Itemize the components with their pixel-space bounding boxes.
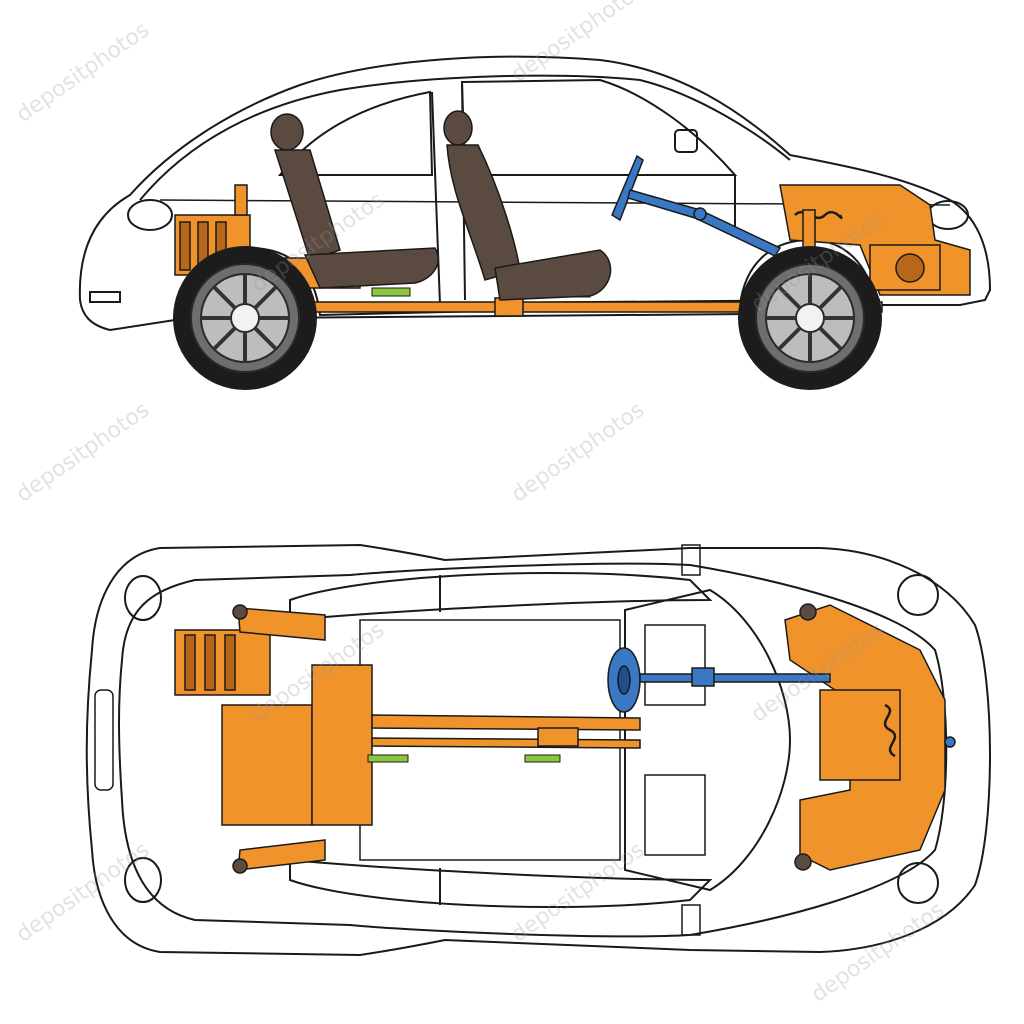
top-steering-column: [639, 673, 831, 683]
top-left-side-window: [289, 571, 713, 622]
top-dash-right: [644, 774, 706, 856]
top-windshield: [624, 588, 792, 892]
top-right-mirror: [681, 904, 701, 936]
top-pivot-front-right: [794, 853, 812, 871]
top-front-marker: [944, 736, 956, 748]
rear-seat-cushion: [303, 247, 439, 289]
side-mirror: [674, 129, 698, 153]
top-inner-outline: [118, 562, 948, 938]
top-driveshaft-lower: [371, 737, 641, 749]
top-rear-bumper-detail: [94, 689, 114, 791]
top-pivots: [232, 603, 817, 874]
top-rear-axle-housing: [311, 664, 373, 826]
top-dash-left: [644, 624, 706, 706]
top-steering-box: [691, 667, 715, 687]
top-steering-hub: [617, 665, 631, 695]
side-front-window: [460, 78, 738, 176]
side-steering: [611, 154, 782, 257]
top-driveshaft: [371, 714, 641, 731]
top-headlamp-right: [897, 862, 939, 904]
top-front-coil: [883, 703, 897, 758]
top-pivot-front-left: [799, 603, 817, 621]
side-front-hub: [895, 253, 925, 283]
side-b-pillar: [431, 91, 441, 306]
side-seats: [270, 110, 612, 301]
top-headlamp-left: [897, 574, 939, 616]
side-front-wheel: [738, 246, 882, 390]
top-green-bracket-2: [524, 754, 561, 763]
top-engine-fin-3: [224, 634, 236, 691]
top-right-side-window: [289, 858, 713, 909]
top-chassis: [174, 604, 946, 871]
steering-joint: [693, 207, 707, 221]
top-engine-fin-1: [184, 634, 196, 691]
side-roofline: [139, 74, 791, 201]
top-pivot-rear-left: [232, 604, 248, 620]
top-left-mirror: [681, 544, 701, 576]
rear-seat-back: [273, 149, 341, 261]
top-left-trailing-arm: [237, 607, 326, 641]
steering-column: [627, 189, 782, 257]
front-seat-back: [446, 144, 521, 281]
top-steering: [607, 647, 956, 748]
top-engine-fin-2: [204, 634, 216, 691]
steering-wheel: [611, 154, 644, 222]
front-seat-cushion: [494, 249, 612, 301]
rear-seat-headrest: [270, 113, 304, 151]
top-front-box: [819, 689, 901, 781]
side-rear-lamp: [127, 199, 173, 231]
side-rear-bumper-detail: [89, 291, 121, 303]
side-center-bearing: [494, 297, 524, 317]
side-engine-intake: [234, 184, 248, 216]
top-right-trailing-arm: [237, 839, 326, 871]
side-rear-wheel: [173, 246, 317, 390]
top-rear-lamp-right: [124, 857, 162, 903]
side-engine-fin-1: [179, 221, 191, 271]
front-seat-headrest: [443, 110, 473, 146]
top-transmission: [221, 704, 313, 826]
top-rear-lamp-left: [124, 575, 162, 621]
top-pivot-rear-right: [232, 858, 248, 874]
side-green-bracket-1: [371, 287, 411, 297]
top-green-bracket-1: [367, 754, 409, 763]
top-center-bearing: [537, 727, 579, 747]
top-body-outline: [85, 543, 991, 957]
top-green-parts: [367, 754, 561, 763]
